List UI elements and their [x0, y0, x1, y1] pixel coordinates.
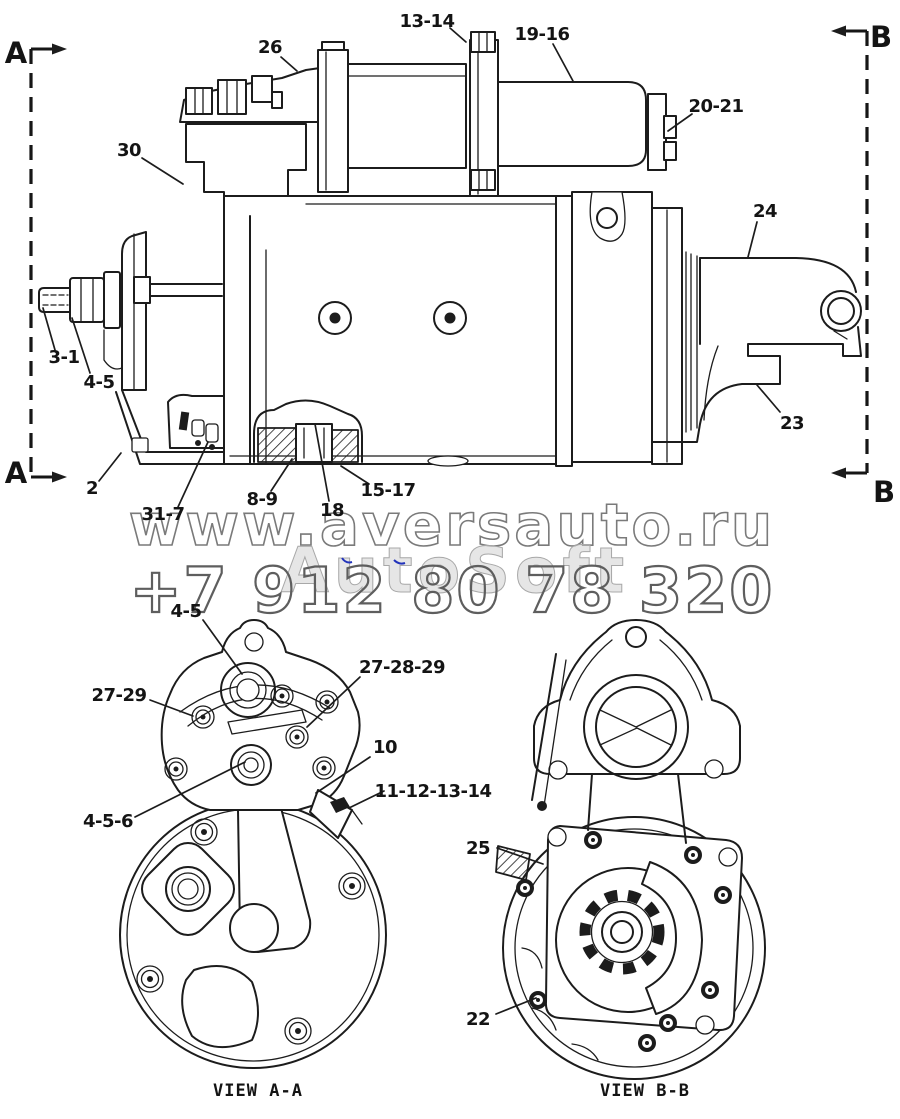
drive-housing [651, 257, 862, 443]
callout-aa-4-5: 4-5 [170, 601, 201, 622]
watermark-phone: +7 912 80 78 320 [130, 554, 775, 627]
mounting-flange [103, 231, 223, 391]
callout-bb-25: 25 [466, 838, 490, 859]
body-screw [433, 301, 467, 335]
callout-31-7: 31-7 [141, 504, 184, 525]
watermark: www.aversauto.ru AutoSoft +7 912 80 78 3… [128, 490, 775, 628]
view-b-b-callouts: 25 22 VIEW B-B [466, 838, 690, 1101]
section-line-b: B B [831, 20, 895, 509]
blue-ink-artifact [341, 557, 353, 564]
top-flange [533, 619, 741, 775]
section-arrow-b-bottom-icon [831, 467, 846, 479]
solenoid-end-assembly [160, 619, 361, 811]
callout-19-16: 19-16 [514, 24, 569, 45]
cover-plate [181, 965, 259, 1049]
section-arrow-a-top-icon [52, 43, 67, 55]
fastener-group-31-7 [167, 393, 225, 450]
callout-20-21: 20-21 [688, 96, 743, 117]
section-line-a: A A [5, 36, 67, 490]
section-arrow-a-bottom-icon [52, 471, 67, 483]
coupling-disc [651, 207, 698, 465]
motor-body [223, 195, 587, 467]
callout-30: 30 [117, 140, 141, 161]
body-screw [318, 301, 352, 335]
bowtie-mark [599, 709, 672, 746]
view-a-a-callouts: 4-5 27-29 27-28-29 10 11-12-13-14 4-5-6 … [83, 601, 492, 1101]
watermark-brand: AutoSoft [281, 534, 629, 607]
callout-18: 18 [320, 500, 344, 521]
section-arrow-b-top-icon [831, 25, 846, 37]
bottom-section-cutaway [253, 399, 363, 463]
callout-4-5: 4-5 [83, 372, 114, 393]
wedge-bracket [309, 789, 353, 839]
main-view-callouts: 26 30 13-14 19-16 20-21 24 23 3-1 4-5 2 … [42, 11, 805, 525]
callout-bb-22: 22 [466, 1009, 490, 1030]
callout-aa-27-29: 27-29 [91, 685, 146, 706]
callout-aa-10: 10 [373, 737, 397, 758]
view-a-a-caption: VIEW A-A [213, 1081, 303, 1101]
callout-aa-27-28-29: 27-28-29 [359, 657, 445, 678]
callout-aa-4-5-6: 4-5-6 [83, 811, 133, 832]
diamond-plate [141, 842, 235, 936]
watermark-site: www.aversauto.ru [129, 491, 775, 559]
callout-24: 24 [753, 201, 777, 222]
callout-2: 2 [86, 478, 98, 499]
callout-3-1: 3-1 [48, 347, 79, 368]
stud-and-nut-group [38, 271, 121, 329]
callout-23: 23 [780, 413, 804, 434]
section-letter-a-top: A [5, 36, 28, 70]
view-a-a-drawing [119, 619, 387, 1069]
view-b-b-drawing [495, 619, 766, 1080]
intermediate-housing [571, 191, 653, 463]
callout-26: 26 [258, 37, 282, 58]
section-letter-a-bottom: A [5, 456, 28, 490]
shift-lever [641, 861, 703, 1015]
solenoid-assembly [317, 31, 677, 197]
section-letter-b-top: B [870, 20, 892, 54]
view-b-b-caption: VIEW B-B [600, 1081, 690, 1101]
callout-aa-11-12-13-14: 11-12-13-14 [374, 781, 491, 802]
lower-left-bracket [115, 389, 231, 465]
main-side-view [38, 31, 862, 467]
callout-13-14: 13-14 [399, 11, 454, 32]
callout-8-9: 8-9 [246, 489, 277, 510]
blue-ink-artifact [393, 559, 406, 565]
section-letter-b-bottom: B [873, 475, 895, 509]
callout-15-17: 15-17 [360, 480, 415, 501]
